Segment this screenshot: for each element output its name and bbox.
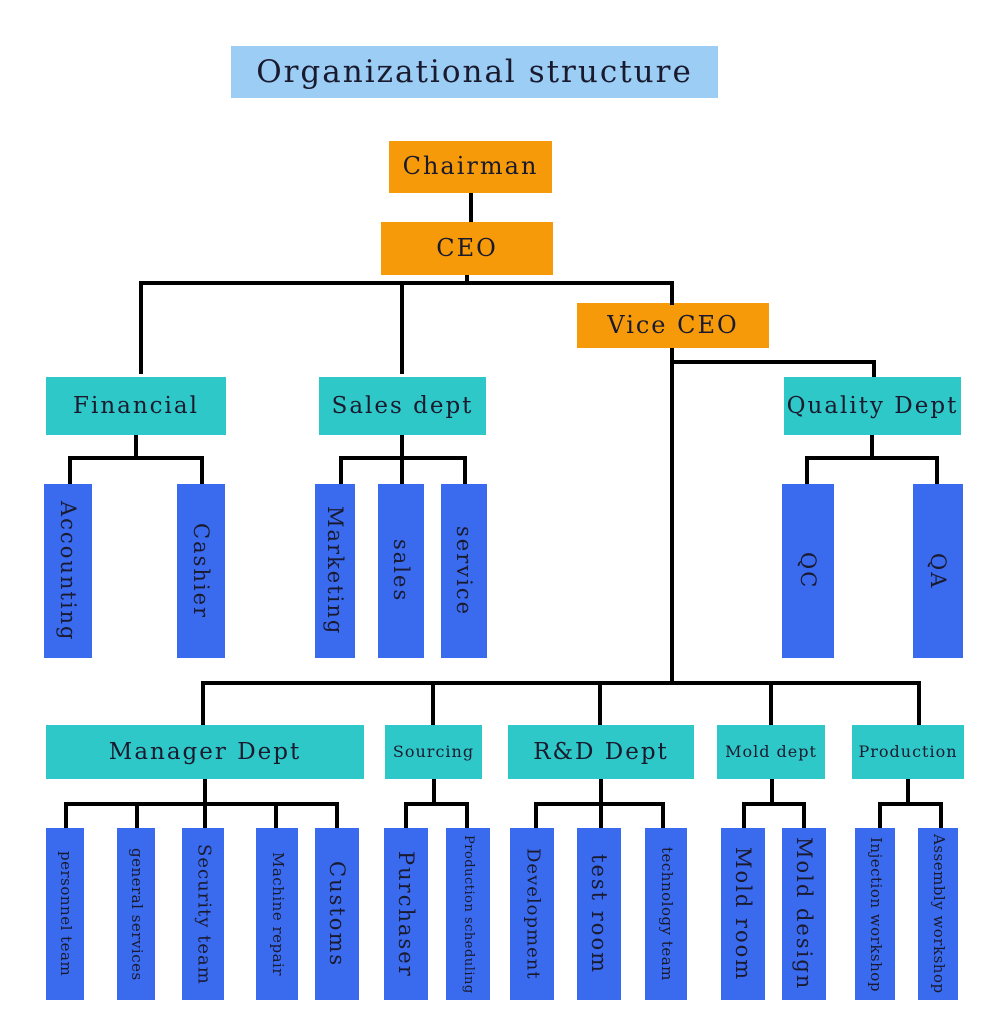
connector-ceo-stem xyxy=(465,275,469,285)
connector-quality-drop-2 xyxy=(935,456,939,484)
connector-vice-ceo-stem xyxy=(670,348,674,364)
node-unit-mold-room[interactable]: Mold room xyxy=(721,828,765,1000)
node-vice-ceo[interactable]: Vice CEO xyxy=(577,303,769,348)
node-unit-qc[interactable]: QC xyxy=(782,484,834,658)
connector-bottom-bus xyxy=(201,681,921,685)
connector-rnd-drop-1 xyxy=(534,802,538,828)
connector-financial-stem xyxy=(134,435,138,459)
connector-drop-mold xyxy=(769,681,773,725)
connector-production-drop-1 xyxy=(878,802,882,828)
node-unit-security-team[interactable]: Security team xyxy=(182,828,224,1000)
node-unit-mold-design[interactable]: Mold design xyxy=(782,828,826,1000)
node-unit-development[interactable]: Development xyxy=(510,828,554,1000)
node-unit-injection-workshop[interactable]: Injection workshop xyxy=(855,828,895,1000)
connector-sourcing-bus xyxy=(404,802,469,806)
node-unit-accounting[interactable]: Accounting xyxy=(44,484,92,658)
node-unit-test-room[interactable]: test room xyxy=(577,828,621,1000)
connector-sales-drop-3 xyxy=(463,456,467,484)
node-unit-personnel-team[interactable]: personnel team xyxy=(46,828,84,1000)
node-financial-dept[interactable]: Financial xyxy=(46,377,226,435)
connector-rnd-drop-2 xyxy=(599,802,603,828)
connector-drop-rnd xyxy=(598,681,602,725)
connector-financial-drop-1 xyxy=(68,456,72,484)
node-unit-service[interactable]: service xyxy=(441,484,487,658)
node-unit-customs[interactable]: Customs xyxy=(315,828,359,1000)
connector-production-stem xyxy=(906,779,910,805)
node-unit-purchaser[interactable]: Purchaser xyxy=(384,828,428,1000)
node-mold-dept[interactable]: Mold dept xyxy=(717,725,825,779)
node-unit-sales[interactable]: sales xyxy=(378,484,424,658)
connector-rnd-stem xyxy=(599,779,603,805)
connector-manager-bus xyxy=(64,802,339,806)
node-ceo[interactable]: CEO xyxy=(381,222,553,275)
connector-sales-stem xyxy=(400,435,404,459)
connector-financial-drop-2 xyxy=(200,456,204,484)
connector-manager-drop-4 xyxy=(274,802,278,828)
node-unit-qa[interactable]: QA xyxy=(913,484,963,658)
connector-drop-manager xyxy=(201,681,205,725)
connector-sales-drop-1 xyxy=(339,456,343,484)
connector-quality-bus xyxy=(805,456,939,460)
connector-rnd-drop-3 xyxy=(661,802,665,828)
node-chairman[interactable]: Chairman xyxy=(389,141,552,193)
connector-manager-stem xyxy=(203,779,207,805)
connector-mold-drop-2 xyxy=(802,802,806,828)
connector-drop-quality xyxy=(872,360,876,377)
node-unit-cashier[interactable]: Cashier xyxy=(177,484,225,658)
node-production-dept[interactable]: Production xyxy=(852,725,964,779)
connector-production-bus xyxy=(878,802,943,806)
node-rnd-dept[interactable]: R&D Dept xyxy=(508,725,694,779)
connector-financial-bus xyxy=(68,456,204,460)
connector-sales-drop-2 xyxy=(400,456,404,484)
node-unit-production-scheduling[interactable]: Production scheduling xyxy=(446,828,490,1000)
chart-title: Organizational structure xyxy=(231,46,718,98)
connector-chairman-ceo xyxy=(469,193,473,222)
connector-manager-drop-5 xyxy=(335,802,339,828)
node-quality-dept[interactable]: Quality Dept xyxy=(784,377,961,435)
connector-mold-stem xyxy=(770,779,774,805)
node-unit-technology-team[interactable]: technology team xyxy=(645,828,687,1000)
connector-ceo-drop-sales xyxy=(400,281,404,374)
connector-drop-production xyxy=(917,681,921,725)
connector-sourcing-drop-1 xyxy=(404,802,408,828)
connector-vice-ceo-bus-quality xyxy=(670,360,876,364)
node-unit-general-services[interactable]: general services xyxy=(117,828,155,1000)
node-manager-dept[interactable]: Manager Dept xyxy=(46,725,364,779)
connector-production-drop-2 xyxy=(939,802,943,828)
node-unit-assembly-workshop[interactable]: Assembly workshop xyxy=(918,828,958,1000)
connector-ceo-drop-financial xyxy=(139,281,143,374)
connector-ceo-bus xyxy=(139,281,674,285)
connector-ceo-drop-vice-ceo xyxy=(670,281,674,305)
connector-sourcing-stem xyxy=(432,779,436,805)
connector-sourcing-drop-2 xyxy=(465,802,469,828)
node-sourcing-dept[interactable]: Sourcing xyxy=(385,725,482,779)
node-unit-marketing[interactable]: Marketing xyxy=(315,484,355,658)
connector-manager-drop-2 xyxy=(135,802,139,828)
node-sales-dept[interactable]: Sales dept xyxy=(319,377,486,435)
connector-manager-drop-1 xyxy=(64,802,68,828)
connector-mold-drop-1 xyxy=(742,802,746,828)
connector-drop-sourcing xyxy=(431,681,435,725)
connector-quality-drop-1 xyxy=(805,456,809,484)
connector-vice-ceo-spine xyxy=(670,360,674,685)
connector-quality-stem xyxy=(870,435,874,459)
connector-mold-bus xyxy=(742,802,806,806)
node-unit-machine-repair[interactable]: Machine repair xyxy=(256,828,298,1000)
connector-manager-drop-3 xyxy=(203,802,207,828)
